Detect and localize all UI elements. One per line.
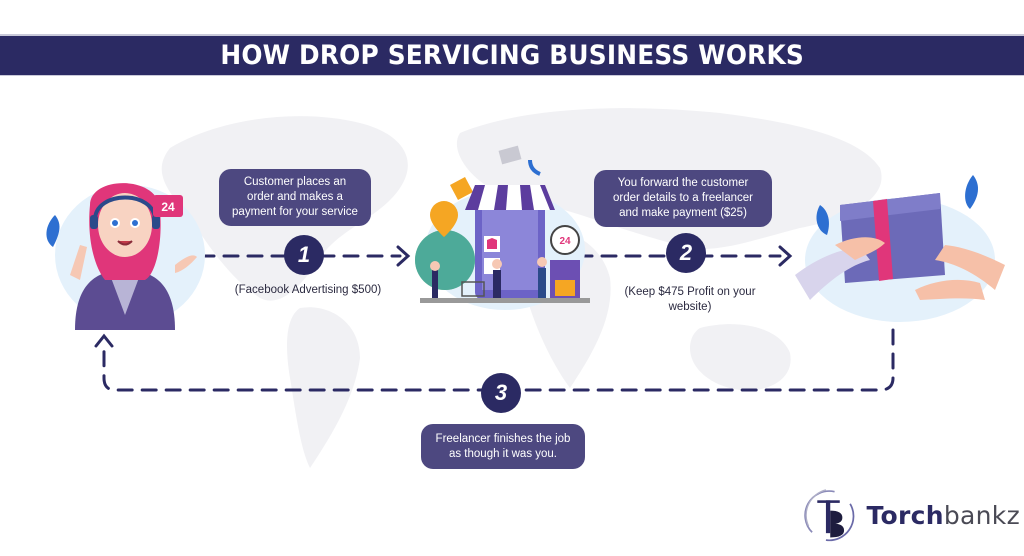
clock-icon (550, 225, 580, 255)
torchbankz-logo: Torchbankz (800, 480, 1020, 550)
step-3-number: 3 (494, 380, 508, 405)
step-3-description: Freelancer finishes the job as though it… (421, 424, 585, 469)
step-3-text: Freelancer finishes the job as though it… (435, 432, 571, 460)
step-1-number-badge: 1 (284, 235, 324, 275)
24-hour-badge-icon (153, 195, 183, 217)
logo-mark-icon (804, 489, 855, 542)
step-2-note: (Keep $475 Profit on your website) (624, 286, 756, 313)
step-2-text: You forward the customer order details t… (613, 177, 753, 219)
map-australia (690, 324, 791, 391)
logo-text-bold: Torch (866, 500, 944, 530)
page-title: HOW DROP SERVICING BUSINESS WORKS (220, 40, 804, 71)
step-1-text: Customer places an order and makes a pay… (232, 176, 358, 218)
step-3-number-badge: 3 (481, 373, 521, 413)
online-store-illustration: 24 (415, 145, 590, 310)
title-banner: HOW DROP SERVICING BUSINESS WORKS (0, 34, 1024, 76)
step-1-description: Customer places an order and makes a pay… (219, 169, 371, 226)
logo-wordmark: Torchbankz (867, 501, 1021, 530)
step-2-number-badge: 2 (666, 233, 706, 273)
customer-support-agent-illustration: 24 (46, 183, 205, 330)
step-2-description: You forward the customer order details t… (594, 170, 772, 227)
map-south-america (287, 307, 360, 468)
svg-text:24: 24 (559, 236, 571, 247)
logo-text-light: bankz (943, 500, 1020, 530)
step-1-note: (Facebook Advertising $500) (234, 284, 382, 296)
step-2-number: 2 (679, 240, 693, 265)
badge-text: 24 (161, 200, 175, 214)
gift-handover-illustration (795, 175, 1005, 322)
step-1-number: 1 (297, 242, 311, 267)
